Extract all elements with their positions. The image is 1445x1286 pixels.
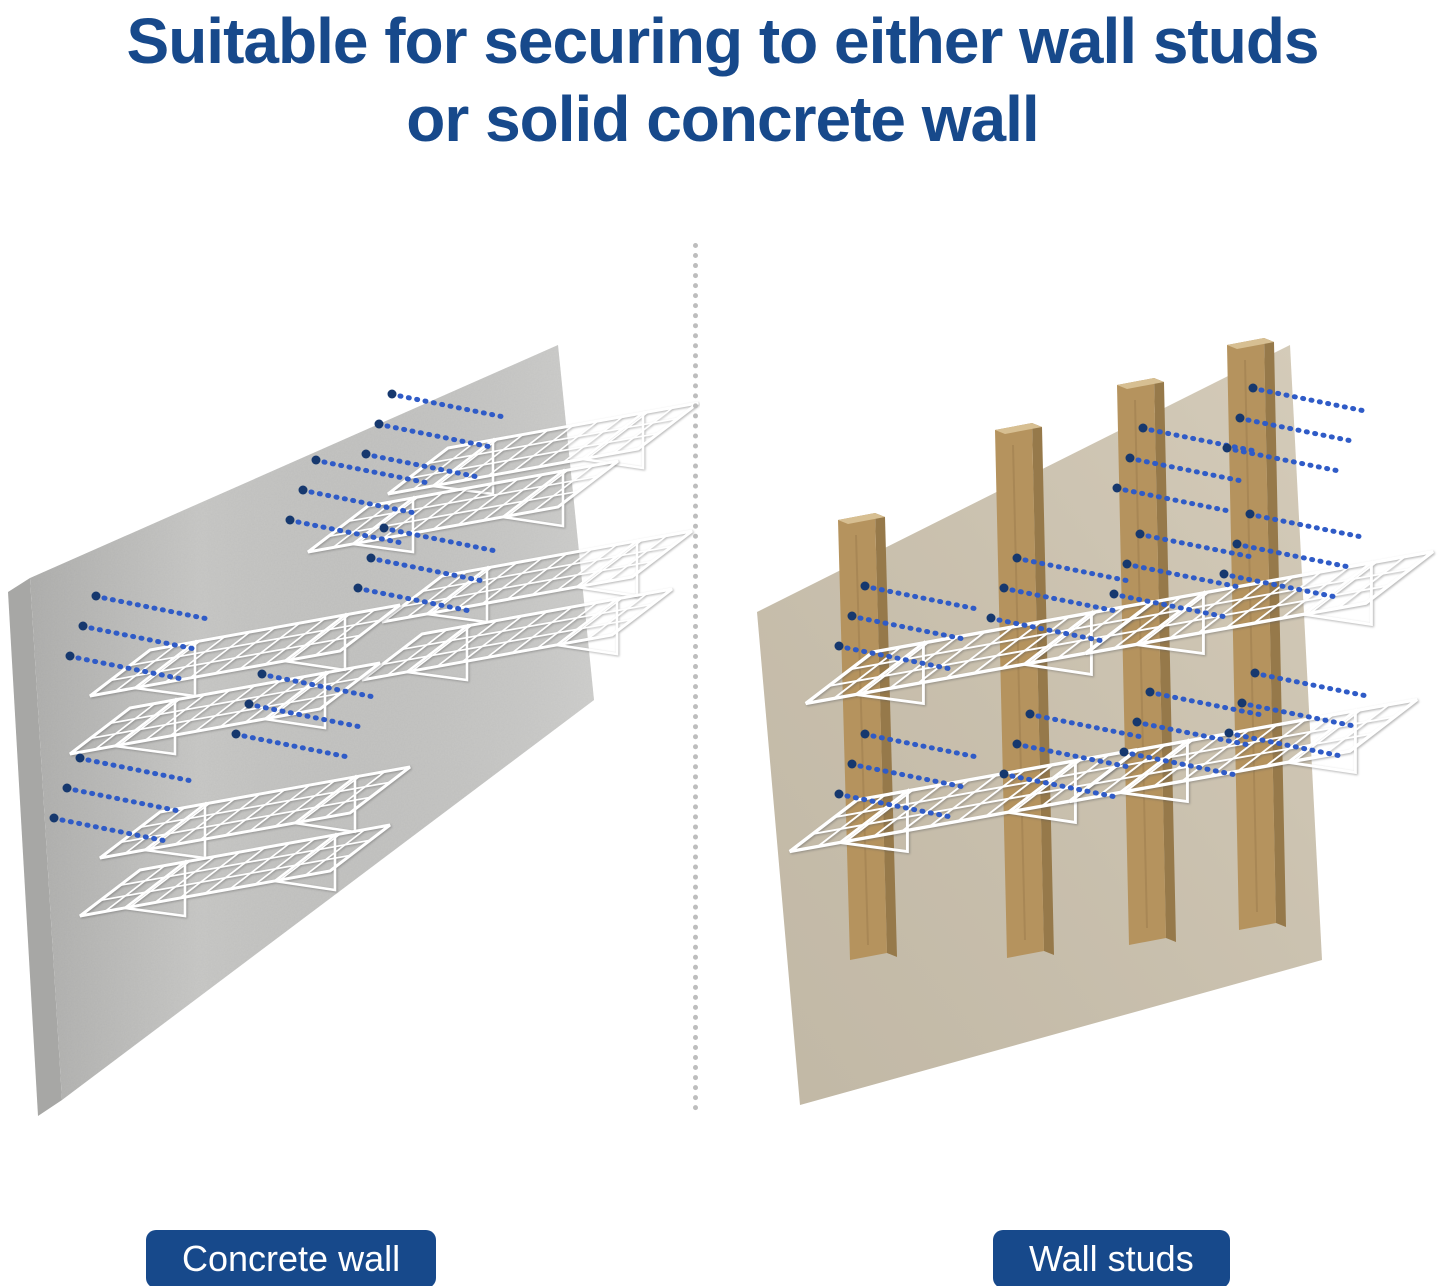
title-line-2: or solid concrete wall	[406, 83, 1039, 156]
concrete-wall-illustration	[8, 345, 700, 1116]
title-line-1: Suitable for securing to either wall stu…	[126, 5, 1320, 77]
dotted-divider	[693, 243, 698, 1111]
concrete-wall-side-face	[8, 578, 62, 1116]
wall-studs-illustration	[757, 338, 1435, 1105]
label-wall-studs: Wall studs	[993, 1230, 1230, 1286]
label-concrete-wall-text: Concrete wall	[182, 1238, 401, 1279]
wood-stud	[1227, 338, 1286, 930]
concrete-shading	[30, 345, 594, 1100]
wood-stud	[1117, 378, 1176, 945]
page-title: Suitable for securing to either wall stu…	[0, 2, 1445, 158]
wood-stud	[995, 423, 1054, 958]
label-concrete-wall: Concrete wall	[146, 1230, 437, 1286]
label-wall-studs-text: Wall studs	[1029, 1238, 1194, 1279]
